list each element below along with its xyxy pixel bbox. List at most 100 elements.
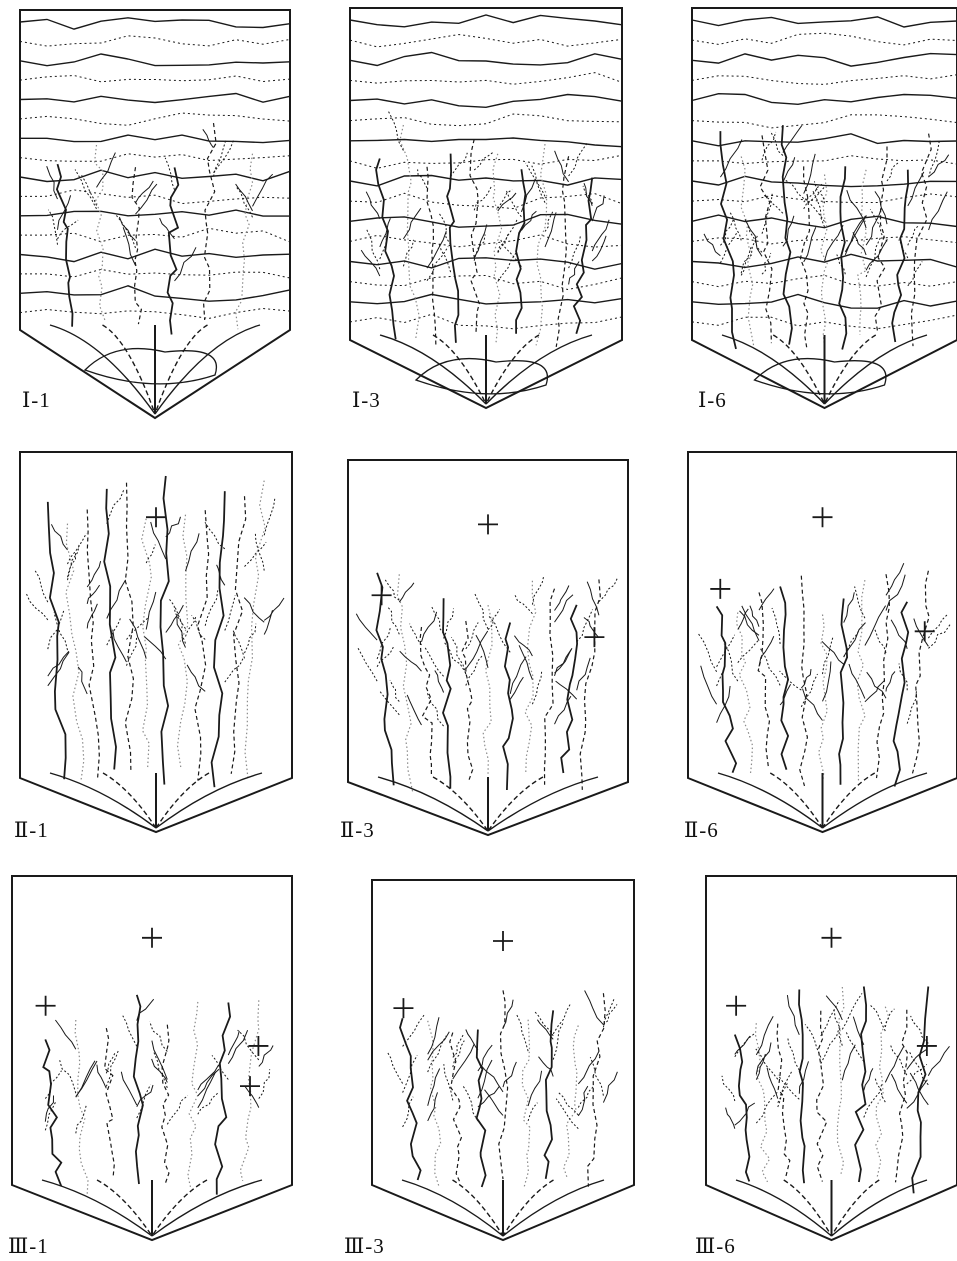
- panel-i-1-tributary: [165, 158, 174, 190]
- panel-i-1-channel: [168, 167, 179, 334]
- panel-ii-6-tributary: [907, 690, 916, 723]
- panel-i-6-label: Ⅰ-6: [698, 388, 727, 413]
- panel-ii-3-tributary: [387, 607, 399, 635]
- panel-i-3-outlet-channel: [380, 335, 486, 404]
- panel-i-6-tributary: [804, 227, 816, 262]
- panel-iii-1-tributary: [137, 1085, 153, 1107]
- panel-i-6-tributary: [762, 194, 772, 234]
- panel-iii-3-outlet-channel: [503, 1180, 554, 1236]
- panel-iii-3-channel: [400, 1018, 421, 1180]
- panel-ii-1-tributary: [26, 594, 48, 620]
- panel-iii-3-tributary: [585, 991, 604, 1025]
- panel-i-1-contour-line: [20, 113, 290, 125]
- panel-ii-3-tributary: [584, 618, 599, 638]
- panel-ii-3-tributary: [587, 582, 599, 616]
- panel-ii-6-tributary: [865, 606, 886, 646]
- panel-i-1-channel: [236, 154, 253, 330]
- panel-iii-3-tributary: [453, 1034, 464, 1057]
- panel-ii-1-cross-marker: [146, 507, 166, 527]
- panel-ii-6: [688, 452, 957, 832]
- panel-ii-6-channel: [737, 612, 753, 773]
- panel-ii-3-label: Ⅱ-3: [340, 818, 375, 843]
- panel-ii-6-tributary: [740, 611, 760, 635]
- panel-i-1-tributary: [160, 218, 175, 239]
- panel-ii-3: [348, 460, 628, 835]
- panel-i-6-channel: [875, 147, 887, 332]
- panel-iii-6-outlet-channel: [832, 1180, 880, 1236]
- panel-iii-6-tributary: [805, 1024, 821, 1057]
- panel-ii-1-outlet-channel: [103, 773, 156, 828]
- panel-ii-6-cross-marker: [710, 579, 730, 599]
- panel-i-1-contour-line: [20, 269, 290, 278]
- panel-ii-3-tributary: [532, 670, 541, 704]
- panel-i-3-tributary: [366, 192, 380, 219]
- panel-iii-3-tributary: [387, 1052, 402, 1084]
- panel-iii-3-cross-marker: [393, 998, 413, 1018]
- panel-i-1-contour-line: [20, 54, 290, 66]
- panel-ii-6-channel: [758, 592, 769, 768]
- panel-ii-1-tributary: [151, 522, 166, 559]
- panel-ii-3-tributary: [390, 680, 399, 701]
- panel-i-1-outlet-channel: [155, 325, 260, 414]
- panel-ii-3-tributary: [410, 624, 422, 645]
- panel-i-1-contour-line: [20, 210, 290, 216]
- panel-i-6-channel: [892, 170, 908, 342]
- panel-ii-1-channel: [125, 483, 133, 772]
- panel-i-1-tributary: [82, 175, 97, 205]
- panel-ii-3-tributary: [466, 655, 483, 685]
- panel-i-6-contour-line: [692, 54, 957, 67]
- panel-iii-3-tributary: [553, 1024, 563, 1060]
- panel-ii-6-outlet-channel: [718, 773, 823, 828]
- panel-ii-3-tributary: [515, 595, 532, 614]
- panel-ii-3-tributary: [510, 677, 523, 699]
- panel-i-6-contour-line: [692, 75, 957, 85]
- panel-iii-6-cross-marker: [822, 928, 842, 948]
- panel-iii-3-tributary: [553, 1003, 571, 1034]
- panel-ii-1: [20, 452, 292, 832]
- panel-iii-6-channel: [777, 1024, 790, 1177]
- panel-i-6-tributary: [908, 172, 924, 206]
- panel-ii-1-channel: [245, 481, 265, 778]
- panel-i-6-contour-line: [692, 33, 957, 45]
- panel-i-6-tributary: [866, 239, 887, 270]
- panel-ii-6-cross-marker: [915, 621, 935, 641]
- panel-iii-1-outlet-channel: [152, 1180, 262, 1236]
- panel-iii-3-tributary: [558, 1092, 578, 1115]
- panel-ii-6-tributary: [738, 640, 759, 663]
- panel-i-3-channel: [536, 144, 547, 345]
- panel-ii-6-outlet-channel: [823, 773, 928, 828]
- panel-iii-3-tributary: [462, 1085, 478, 1121]
- panel-i-1-contour-line: [20, 36, 290, 46]
- panel-iii-1-cross-marker: [248, 1036, 268, 1056]
- panel-ii-1-channel: [231, 496, 246, 774]
- panel-ii-3-tributary: [488, 609, 500, 629]
- panel-ii-3-tributary: [422, 612, 437, 642]
- panel-iii-1-label: Ⅲ-1: [8, 1234, 49, 1259]
- panel-iii-1-tributary: [167, 1096, 188, 1125]
- panel-ii-3-tributary: [407, 695, 421, 725]
- panel-iii-6-channel: [735, 1035, 750, 1182]
- panel-ii-1-tributary: [225, 657, 244, 682]
- panel-ii-6-tributary: [849, 664, 865, 699]
- panel-ii-3-channel: [503, 623, 513, 791]
- panel-iii-1-tributary: [259, 1046, 273, 1067]
- panel-iii-1-tributary: [60, 1060, 76, 1093]
- panel-ii-6-channel: [717, 606, 737, 772]
- panel-iii-6-tributary: [722, 1076, 735, 1101]
- panel-ii-3-tributary: [510, 657, 526, 694]
- panel-i-1-tributary: [236, 187, 253, 218]
- panel-ii-3-tributary: [427, 693, 443, 726]
- panel-ii-1-channel: [195, 510, 209, 780]
- panel-ii-3-tributary: [435, 671, 444, 693]
- panel-iii-6-tributary: [788, 1037, 800, 1070]
- panel-iii-6-tributary: [890, 1045, 906, 1075]
- panel-ii-6-tributary: [759, 636, 774, 666]
- panel-ii-3-tributary: [380, 692, 399, 715]
- panel-iii-1-tributary: [154, 1051, 168, 1088]
- panel-iii-3-tributary: [516, 1013, 528, 1051]
- panel-ii-3-tributary: [385, 580, 399, 600]
- panel-iii-3-outlet-channel: [503, 1180, 604, 1236]
- panel-ii-1-tributary: [87, 585, 99, 604]
- panel-i-3-tributary: [501, 240, 522, 267]
- panel-i-3-label: Ⅰ-3: [352, 388, 381, 413]
